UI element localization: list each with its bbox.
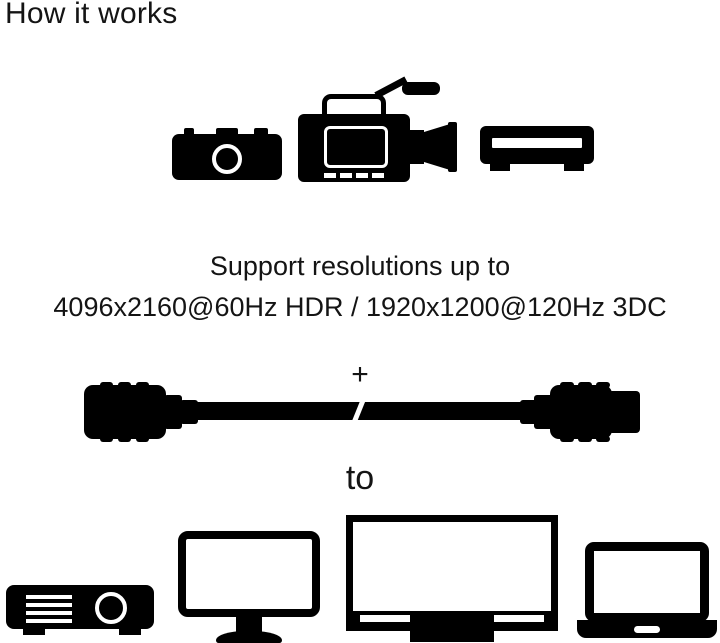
connector-ridge (100, 436, 113, 442)
media-player-icon (480, 126, 594, 174)
monitor-screen (178, 531, 320, 617)
camcorder-lens-cone (424, 124, 450, 170)
camcorder-button (372, 173, 384, 178)
page-title: How it works (5, 0, 178, 30)
television-speaker (494, 615, 544, 622)
source-devices-row (0, 76, 720, 190)
hdmi-connector-left (84, 382, 198, 442)
projector-foot (119, 629, 141, 635)
camcorder-lens-barrel (410, 130, 424, 164)
monitor-icon (178, 531, 320, 643)
spec-line-1: Support resolutions up to (209, 251, 511, 281)
projector-foot (23, 629, 45, 635)
connector-ridge (596, 436, 610, 442)
connector-plug (84, 385, 166, 439)
projector-lens-ring (95, 592, 127, 624)
camcorder-button (356, 173, 368, 178)
monitor-base (216, 631, 282, 643)
media-player-foot (564, 164, 584, 171)
laptop-trackpad-notch (634, 626, 660, 633)
display-devices-row (0, 505, 720, 643)
to-label: to (345, 459, 375, 497)
projector-vent (26, 603, 72, 607)
camcorder-body (298, 114, 410, 182)
camcorder-lens-hood (448, 122, 457, 172)
camcorder-screen (324, 126, 388, 168)
projector-vent (26, 595, 72, 599)
camera-top-nub (184, 128, 194, 136)
connector-ridge (560, 436, 574, 442)
connector-ridge (118, 436, 131, 442)
connector-strain-relief (180, 400, 198, 424)
camera-lens-ring (212, 144, 242, 174)
camera-viewfinder-nub (216, 128, 238, 136)
projector-vent (26, 619, 72, 623)
camcorder-button (324, 173, 336, 178)
television-stand (410, 631, 494, 642)
television-icon (346, 515, 558, 643)
camcorder-button (340, 173, 352, 178)
media-player-foot (490, 164, 510, 171)
hdmi-connector-right (520, 382, 640, 442)
camera-shutter-nub (254, 128, 268, 136)
plus-symbol: + (351, 358, 369, 391)
projector-vent (26, 611, 72, 615)
connector-neck (534, 395, 554, 429)
projector-icon (6, 585, 154, 639)
camcorder-handle (322, 94, 386, 116)
connector-ridge (578, 436, 592, 442)
laptop-screen (585, 542, 709, 622)
connector-cap (608, 391, 640, 433)
spec-line-2: 4096x2160@60Hz HDR / 1920x1200@120Hz 3DC (53, 292, 667, 322)
hdmi-cable-icon (0, 382, 720, 448)
media-player-disc-slot (492, 138, 582, 148)
television-speaker (360, 615, 410, 622)
laptop-icon (577, 542, 717, 638)
photo-camera-icon (172, 126, 282, 180)
connector-strain-relief (520, 400, 538, 424)
television-screen (346, 515, 558, 631)
connector-neck (164, 395, 182, 429)
camcorder-icon (298, 76, 464, 182)
camcorder-microphone (402, 82, 440, 95)
connector-plug (550, 385, 612, 439)
connector-ridge (136, 436, 149, 442)
